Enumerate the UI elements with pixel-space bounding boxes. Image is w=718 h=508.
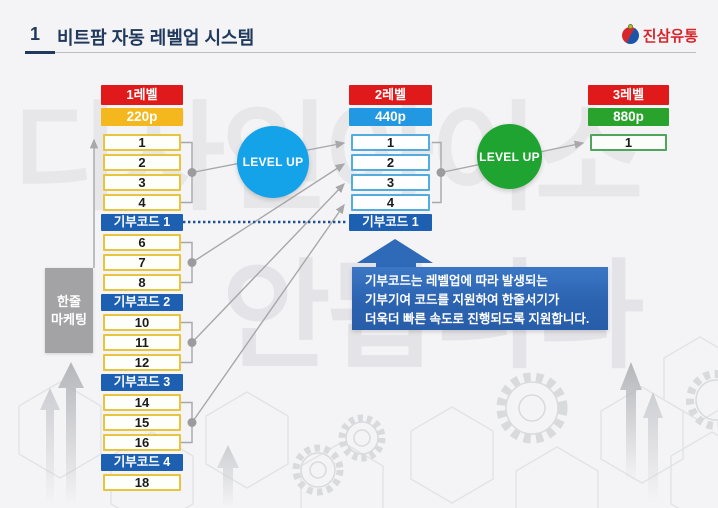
logo-text: 진삼유통 xyxy=(642,28,698,45)
level2-donation-code-1: 기부코드 1 xyxy=(349,214,432,231)
level1-slot-16: 16 xyxy=(102,434,182,451)
level3-points: 880p xyxy=(588,108,669,126)
callout-box: 기부코드는 레벨업에 따라 발생되는 기부기여 코드를 지원하여 한줄서기가 더… xyxy=(352,267,608,330)
level1-slot-11: 11 xyxy=(102,334,182,351)
level1-slot-12: 12 xyxy=(102,354,182,371)
slide-number: 1 xyxy=(30,24,41,44)
level1-slot-14: 14 xyxy=(102,394,182,411)
level1-slot-4: 4 xyxy=(102,194,182,211)
level2-header: 2레벨 xyxy=(349,85,432,105)
logo-taegeuk-icon xyxy=(621,24,639,44)
level1-slot-7: 7 xyxy=(102,254,182,271)
level2-slot-3: 3 xyxy=(350,174,431,191)
level1-points: 220p xyxy=(101,108,183,126)
callout-line1: 기부코드는 레벨업에 따라 발생되는 xyxy=(365,274,548,288)
gear-icon xyxy=(292,370,718,496)
level1-slot-18: 18 xyxy=(102,474,182,491)
level1-donation-code-4: 기부코드 4 xyxy=(101,454,183,471)
title-underline-accent xyxy=(25,51,55,54)
level1-slot-2: 2 xyxy=(102,154,182,171)
callout-line3: 더욱더 빠른 속도로 진행되도록 지원합니다. xyxy=(365,311,590,326)
level2-points: 440p xyxy=(349,108,432,126)
level1-donation-code-1: 기부코드 1 xyxy=(101,214,183,231)
level2-slot-1: 1 xyxy=(350,134,431,151)
level1-donation-code-3: 기부코드 3 xyxy=(101,374,183,391)
column-level2: 2레벨 440p 1 2 3 4 기부코드 1 xyxy=(349,85,432,231)
level1-slot-6: 6 xyxy=(102,234,182,251)
level2-slot-2: 2 xyxy=(350,154,431,171)
callout-line2: 기부기여 코드를 지원하여 한줄서기가 xyxy=(365,292,560,307)
title-underline xyxy=(55,52,696,53)
level1-slot-8: 8 xyxy=(102,274,182,291)
level1-slot-10: 10 xyxy=(102,314,182,331)
company-logo: 진삼유통 xyxy=(621,24,698,46)
levelup-circle-2: LEVEL UP xyxy=(477,124,542,189)
column-level1: 1레벨 220p 1 2 3 4 기부코드 1 6 7 8 기부코드 2 10 … xyxy=(101,85,183,491)
level1-header: 1레벨 xyxy=(101,85,183,105)
level3-header: 3레벨 xyxy=(588,85,669,105)
column-level3: 3레벨 880p 1 xyxy=(588,85,669,151)
levelup-circle-1: LEVEL UP xyxy=(237,126,309,198)
level1-slot-15: 15 xyxy=(102,414,182,431)
level1-donation-code-2: 기부코드 2 xyxy=(101,294,183,311)
level1-slot-1: 1 xyxy=(102,134,182,151)
growth-arrow-icon xyxy=(40,362,663,508)
side-marketing-label: 한줄 마케팅 xyxy=(45,268,93,353)
page-title: 비트팜 자동 레벨업 시스템 xyxy=(57,28,255,48)
level3-slot-1: 1 xyxy=(589,134,668,151)
level2-slot-4: 4 xyxy=(350,194,431,211)
level1-slot-3: 3 xyxy=(102,174,182,191)
